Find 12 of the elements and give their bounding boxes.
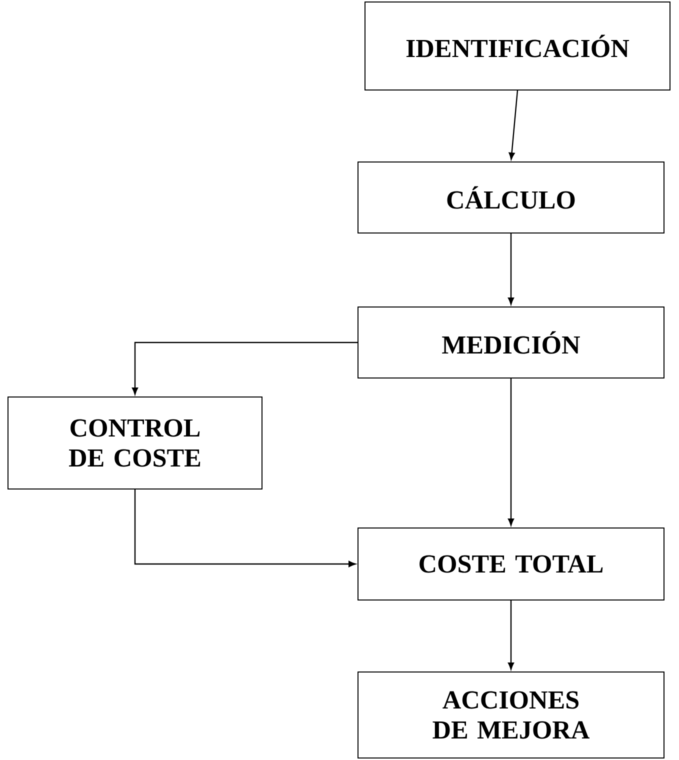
arrow bbox=[134, 490, 356, 568]
process-box: CONTROL DE COSTE bbox=[8, 396, 262, 490]
arrow bbox=[508, 378, 514, 526]
process-box: COSTE TOTAL bbox=[358, 528, 664, 600]
process-box: IDENTIFICACIÓN bbox=[364, 2, 670, 90]
arrow bbox=[508, 90, 518, 160]
process-box: CÁLCULO bbox=[358, 162, 664, 234]
process-box: ACCIONES DE MEJORA bbox=[358, 672, 664, 758]
process-box: MEDICIÓN bbox=[358, 306, 664, 378]
arrow bbox=[508, 234, 514, 305]
arrow bbox=[508, 600, 514, 670]
arrow bbox=[132, 342, 358, 395]
